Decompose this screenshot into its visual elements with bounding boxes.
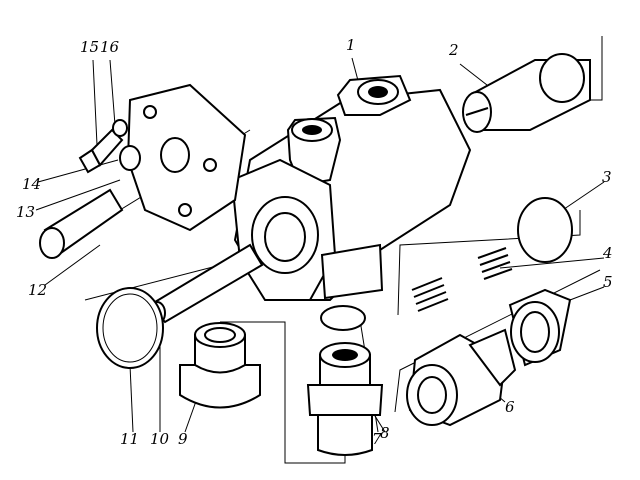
callout-6: 6 bbox=[505, 398, 515, 416]
callout-8: 8 bbox=[380, 424, 390, 442]
callout-2: 2 bbox=[449, 41, 459, 59]
callout-11: 11 bbox=[120, 430, 140, 448]
callout-9: 9 bbox=[178, 430, 188, 448]
callout-5: 5 bbox=[603, 273, 613, 291]
callout-12: 12 bbox=[28, 281, 48, 299]
part-8-fitting bbox=[306, 342, 384, 456]
part-5-bushing bbox=[508, 288, 572, 367]
part-11-ring bbox=[96, 287, 164, 369]
part-9-nut bbox=[179, 322, 261, 409]
part-3-ring bbox=[517, 197, 573, 263]
part-16-washer bbox=[112, 119, 128, 137]
part-4-springs bbox=[411, 247, 513, 312]
callout-13: 13 bbox=[16, 203, 36, 221]
part-7-ring bbox=[320, 305, 366, 331]
callout-10: 10 bbox=[150, 430, 170, 448]
part-12-cover bbox=[126, 83, 247, 232]
part-6-fitting bbox=[406, 328, 517, 427]
part-1-body bbox=[230, 74, 472, 301]
callout-4: 4 bbox=[603, 244, 613, 262]
callout-15: 15 bbox=[80, 38, 100, 56]
part-14-ring bbox=[119, 145, 141, 171]
callout-16: 16 bbox=[100, 38, 120, 56]
callout-1: 1 bbox=[346, 36, 356, 54]
callout-14: 14 bbox=[22, 175, 42, 193]
part-10-stem bbox=[148, 243, 264, 325]
callout-3: 3 bbox=[602, 168, 612, 186]
part-15-screw bbox=[78, 128, 124, 174]
part-13-pin bbox=[39, 188, 124, 259]
part-2-plug bbox=[462, 53, 591, 133]
callout-7: 7 bbox=[372, 430, 382, 448]
